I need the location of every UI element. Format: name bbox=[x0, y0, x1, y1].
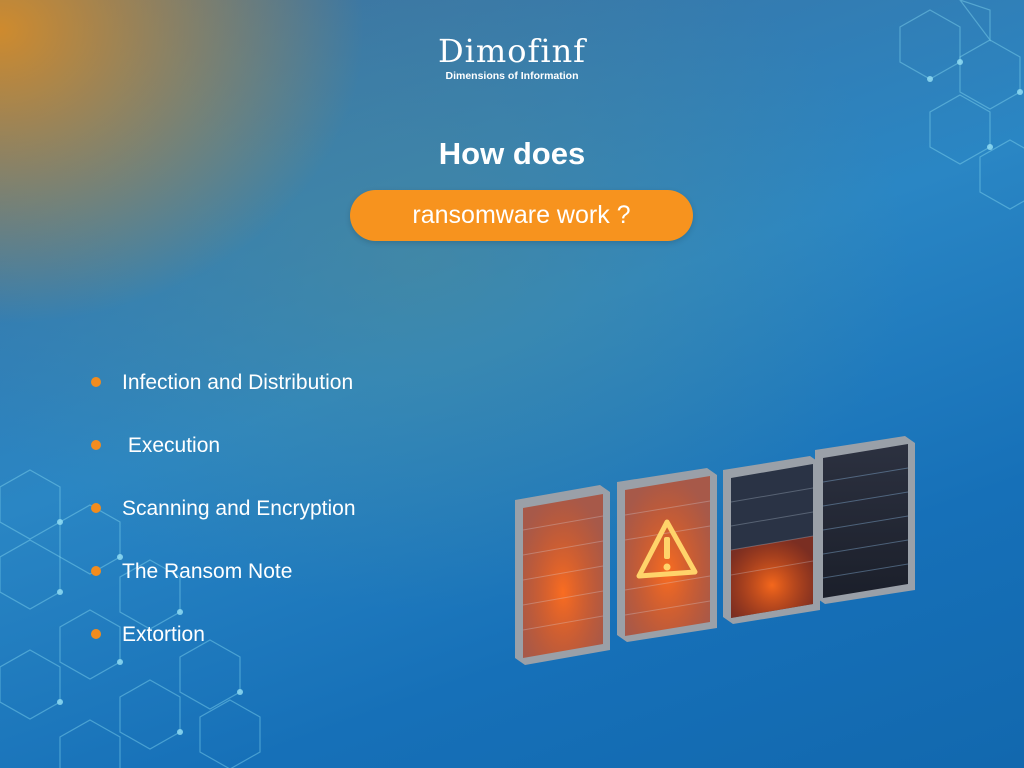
logo-tagline: Dimensions of Information bbox=[445, 70, 579, 82]
bullet-dot-icon bbox=[91, 629, 101, 639]
step-label: Infection and Distribution bbox=[122, 371, 354, 394]
step-label: Execution bbox=[122, 434, 221, 457]
server-racks-illustration bbox=[515, 436, 915, 665]
bullet-dot-icon bbox=[91, 503, 101, 513]
step-label: The Ransom Note bbox=[122, 560, 293, 583]
logo-wordmark: Dimofinf bbox=[437, 32, 587, 70]
heading-line-2: ransomware work ? bbox=[412, 201, 631, 229]
bullet-dot-icon bbox=[91, 440, 101, 450]
bullet-dot-icon bbox=[91, 566, 101, 576]
server-rack bbox=[617, 468, 717, 642]
server-rack bbox=[815, 436, 915, 604]
heading-line-1: How does bbox=[438, 136, 586, 171]
step-label: Scanning and Encryption bbox=[122, 497, 356, 520]
step-label: Extortion bbox=[122, 623, 205, 646]
server-rack bbox=[723, 456, 820, 624]
warning-triangle-icon bbox=[636, 519, 698, 579]
brand-logo: Dimofinf Dimensions of Information bbox=[436, 32, 588, 86]
bullet-dot-icon bbox=[91, 377, 101, 387]
server-rack bbox=[515, 485, 610, 665]
heading-pill: ransomware work ? bbox=[350, 190, 693, 241]
